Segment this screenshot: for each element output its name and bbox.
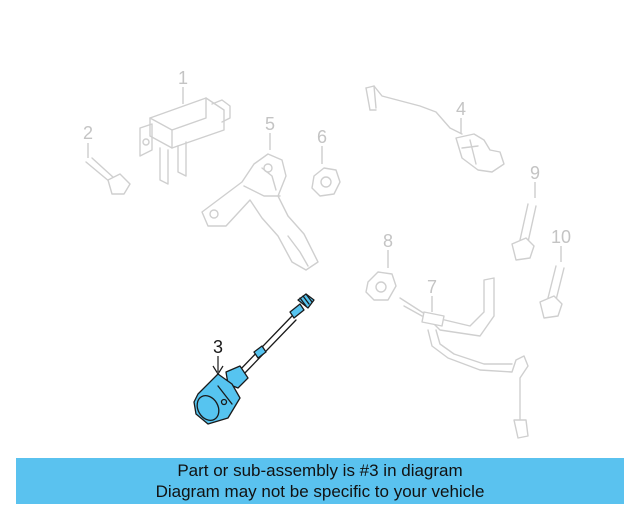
callout-8: 8 [383, 231, 393, 251]
part-1-sensor [139, 87, 231, 185]
part-4-sensor [365, 85, 505, 173]
callout-5: 5 [265, 114, 275, 134]
callout-2: 2 [83, 123, 93, 143]
part-8-clip [365, 250, 397, 301]
info-banner: Part or sub-assembly is #3 in diagram Di… [16, 458, 624, 504]
part-6-clip [311, 146, 341, 197]
part-3-sensor [193, 293, 315, 425]
part-7-tube [399, 277, 529, 439]
callout-1: 1 [178, 68, 188, 88]
part-5-bracket [201, 133, 319, 271]
callout-6: 6 [317, 127, 327, 147]
callout-7: 7 [427, 277, 437, 297]
part-9-bolt [511, 182, 537, 261]
callout-10: 10 [551, 227, 571, 247]
banner-line-2: Diagram may not be specific to your vehi… [155, 482, 485, 501]
banner-line-1: Part or sub-assembly is #3 in diagram [177, 461, 463, 480]
callout-4: 4 [456, 99, 466, 119]
part-10-bolt [539, 246, 565, 319]
callout-3: 3 [213, 337, 223, 357]
part-2-bolt [85, 143, 131, 195]
parts-diagram: 1 2 3 4 5 6 7 8 9 10 [83, 68, 571, 439]
callout-9: 9 [530, 163, 540, 183]
